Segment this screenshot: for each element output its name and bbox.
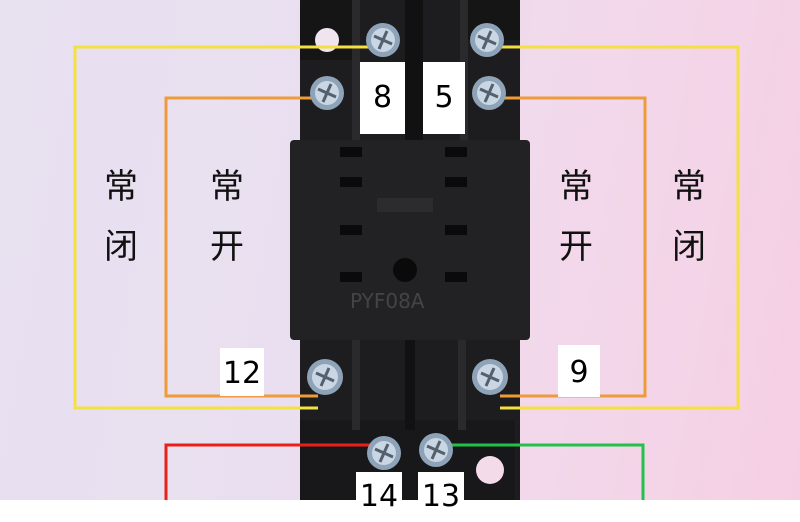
terminal-label-13: 13 (418, 472, 464, 514)
relay-socket-base (290, 0, 530, 500)
nc-left-char2: 闭 (104, 227, 138, 267)
terminal-label-8: 8 (360, 62, 405, 134)
no-right-char1: 常 (559, 167, 593, 207)
nc-right-char2: 闭 (672, 227, 706, 267)
model-plate (377, 198, 433, 212)
terminal-label-14: 14 (356, 472, 402, 514)
no-right-char2: 开 (559, 227, 593, 267)
nc-left-char1: 常 (104, 167, 138, 207)
coil-wire-red (164, 443, 380, 500)
outer-loop-wire (73, 45, 740, 410)
coil-wire-green (438, 443, 645, 500)
terminal-label-9: 9 (558, 345, 600, 397)
screw-terminals (307, 23, 508, 470)
base-marking-text: PYF08A (350, 289, 425, 313)
no-left-char1: 常 (210, 167, 244, 207)
relay-socket-illustration: PYF08A (73, 0, 740, 500)
mount-hole-bottom (476, 456, 504, 484)
terminal-label-12: 12 (220, 348, 264, 396)
terminal-label-5: 5 (423, 62, 465, 134)
contact-slots (340, 147, 467, 282)
no-left-char2: 开 (210, 227, 244, 267)
nc-right-char1: 常 (672, 167, 706, 207)
